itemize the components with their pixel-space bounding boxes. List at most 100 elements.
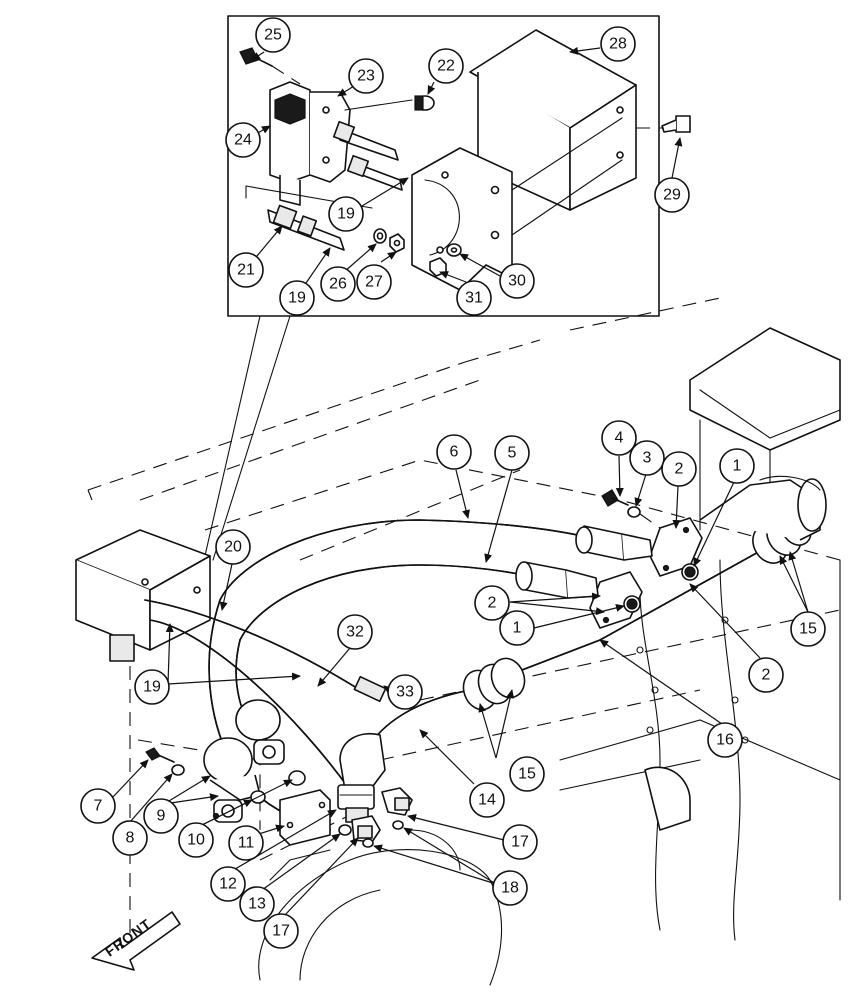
fitting-17-lower bbox=[351, 815, 381, 843]
bolt-7 bbox=[145, 747, 175, 763]
callout-19-inset-lower: 19 bbox=[279, 280, 315, 316]
svg-text:27: 27 bbox=[365, 274, 383, 291]
fitting-21 bbox=[267, 204, 345, 251]
oring-18-b bbox=[362, 838, 374, 848]
svg-text:16: 16 bbox=[716, 732, 734, 749]
flange-joint-mid bbox=[235, 699, 285, 765]
hose-end-5 bbox=[515, 561, 599, 599]
front-arrow: FRONT bbox=[91, 911, 181, 971]
svg-text:5: 5 bbox=[508, 445, 517, 462]
svg-text:4: 4 bbox=[615, 430, 624, 447]
callout-16: 16 bbox=[707, 722, 743, 758]
svg-text:29: 29 bbox=[663, 187, 681, 204]
mounting-plate bbox=[411, 147, 513, 291]
oring-18-a bbox=[392, 820, 404, 830]
svg-text:31: 31 bbox=[465, 290, 483, 307]
callout-1-mid: 1 bbox=[499, 610, 535, 646]
svg-text:9: 9 bbox=[157, 808, 166, 825]
svg-text:8: 8 bbox=[126, 830, 135, 847]
hose-6 bbox=[219, 519, 601, 601]
svg-text:28: 28 bbox=[609, 36, 627, 53]
svg-text:2: 2 bbox=[675, 461, 684, 478]
callout-31: 31 bbox=[456, 280, 492, 316]
svg-text:19: 19 bbox=[143, 679, 161, 696]
callout-2-top: 2 bbox=[661, 451, 697, 487]
callout-2-right: 2 bbox=[748, 657, 784, 693]
callout-1-top: 1 bbox=[719, 448, 755, 484]
callout-2-mid: 2 bbox=[474, 585, 510, 621]
callout-29: 29 bbox=[654, 177, 690, 213]
callout-8: 8 bbox=[112, 820, 148, 856]
callout-7: 7 bbox=[80, 788, 116, 824]
inset-connector-left bbox=[203, 315, 261, 561]
callout-25: 25 bbox=[255, 17, 291, 53]
fitting-19-upper bbox=[332, 120, 399, 161]
svg-text:17: 17 bbox=[511, 834, 529, 851]
callouts: 25 22 23 24 28 29 19 21 19 26 27 30 31 6… bbox=[80, 17, 826, 949]
callout-33: 33 bbox=[387, 674, 423, 710]
nut-27 bbox=[389, 233, 405, 253]
switch-block-mounted bbox=[75, 529, 211, 662]
svg-text:19: 19 bbox=[288, 290, 306, 307]
callout-26: 26 bbox=[320, 266, 356, 302]
callout-10: 10 bbox=[178, 822, 214, 858]
washer-30 bbox=[446, 243, 462, 257]
frame-outline-top bbox=[87, 361, 466, 491]
svg-text:10: 10 bbox=[187, 832, 205, 849]
svg-text:11: 11 bbox=[238, 835, 255, 852]
machine-housing-right bbox=[559, 327, 841, 941]
outlet-pipe-right bbox=[699, 475, 827, 541]
callout-9: 9 bbox=[143, 798, 179, 834]
svg-text:20: 20 bbox=[224, 539, 242, 556]
callout-6: 6 bbox=[436, 434, 472, 470]
washer-8 bbox=[171, 764, 185, 776]
svg-text:24: 24 bbox=[234, 132, 252, 149]
screw-22 bbox=[414, 95, 435, 111]
oring-10-b bbox=[288, 770, 306, 786]
callout-32: 32 bbox=[337, 614, 373, 650]
callout-15-mid: 15 bbox=[509, 756, 545, 792]
hose-end-6 bbox=[575, 525, 653, 561]
callout-20: 20 bbox=[215, 529, 251, 565]
svg-text:22: 22 bbox=[437, 58, 455, 75]
callout-28: 28 bbox=[600, 26, 636, 62]
svg-text:13: 13 bbox=[248, 896, 266, 913]
callout-18: 18 bbox=[492, 870, 528, 906]
coupling-15-left bbox=[462, 657, 526, 711]
svg-text:30: 30 bbox=[508, 273, 526, 290]
washer-3 bbox=[627, 506, 641, 518]
svg-text:14: 14 bbox=[478, 792, 496, 809]
oring-26 bbox=[373, 228, 387, 244]
svg-text:6: 6 bbox=[450, 444, 459, 461]
flange-2-lower bbox=[589, 571, 643, 629]
svg-text:7: 7 bbox=[94, 798, 103, 815]
svg-text:2: 2 bbox=[762, 667, 771, 684]
callout-14: 14 bbox=[469, 782, 505, 818]
callout-13: 13 bbox=[239, 886, 275, 922]
pressure-switch-body bbox=[269, 81, 351, 206]
leader-lines bbox=[111, 46, 809, 917]
fitting-19-lower bbox=[346, 154, 403, 191]
callout-30: 30 bbox=[499, 263, 535, 299]
callout-3: 3 bbox=[629, 440, 665, 476]
svg-text:12: 12 bbox=[219, 876, 237, 893]
svg-text:3: 3 bbox=[643, 450, 652, 467]
svg-text:15: 15 bbox=[799, 621, 817, 638]
callout-17-right: 17 bbox=[502, 824, 538, 860]
svg-text:23: 23 bbox=[357, 68, 375, 85]
svg-text:19: 19 bbox=[337, 206, 355, 223]
callout-15-right: 15 bbox=[790, 611, 826, 647]
svg-text:1: 1 bbox=[733, 458, 742, 475]
svg-text:18: 18 bbox=[501, 880, 519, 897]
svg-text:21: 21 bbox=[237, 262, 255, 279]
svg-text:15: 15 bbox=[518, 766, 536, 783]
inset-frame bbox=[227, 15, 660, 317]
pump-housing-bottom bbox=[258, 829, 503, 986]
callout-4: 4 bbox=[601, 420, 637, 456]
callout-22: 22 bbox=[428, 48, 464, 84]
callout-21: 21 bbox=[228, 252, 264, 288]
svg-text:26: 26 bbox=[329, 276, 347, 293]
fitting-33 bbox=[353, 675, 387, 703]
svg-text:32: 32 bbox=[346, 624, 364, 641]
